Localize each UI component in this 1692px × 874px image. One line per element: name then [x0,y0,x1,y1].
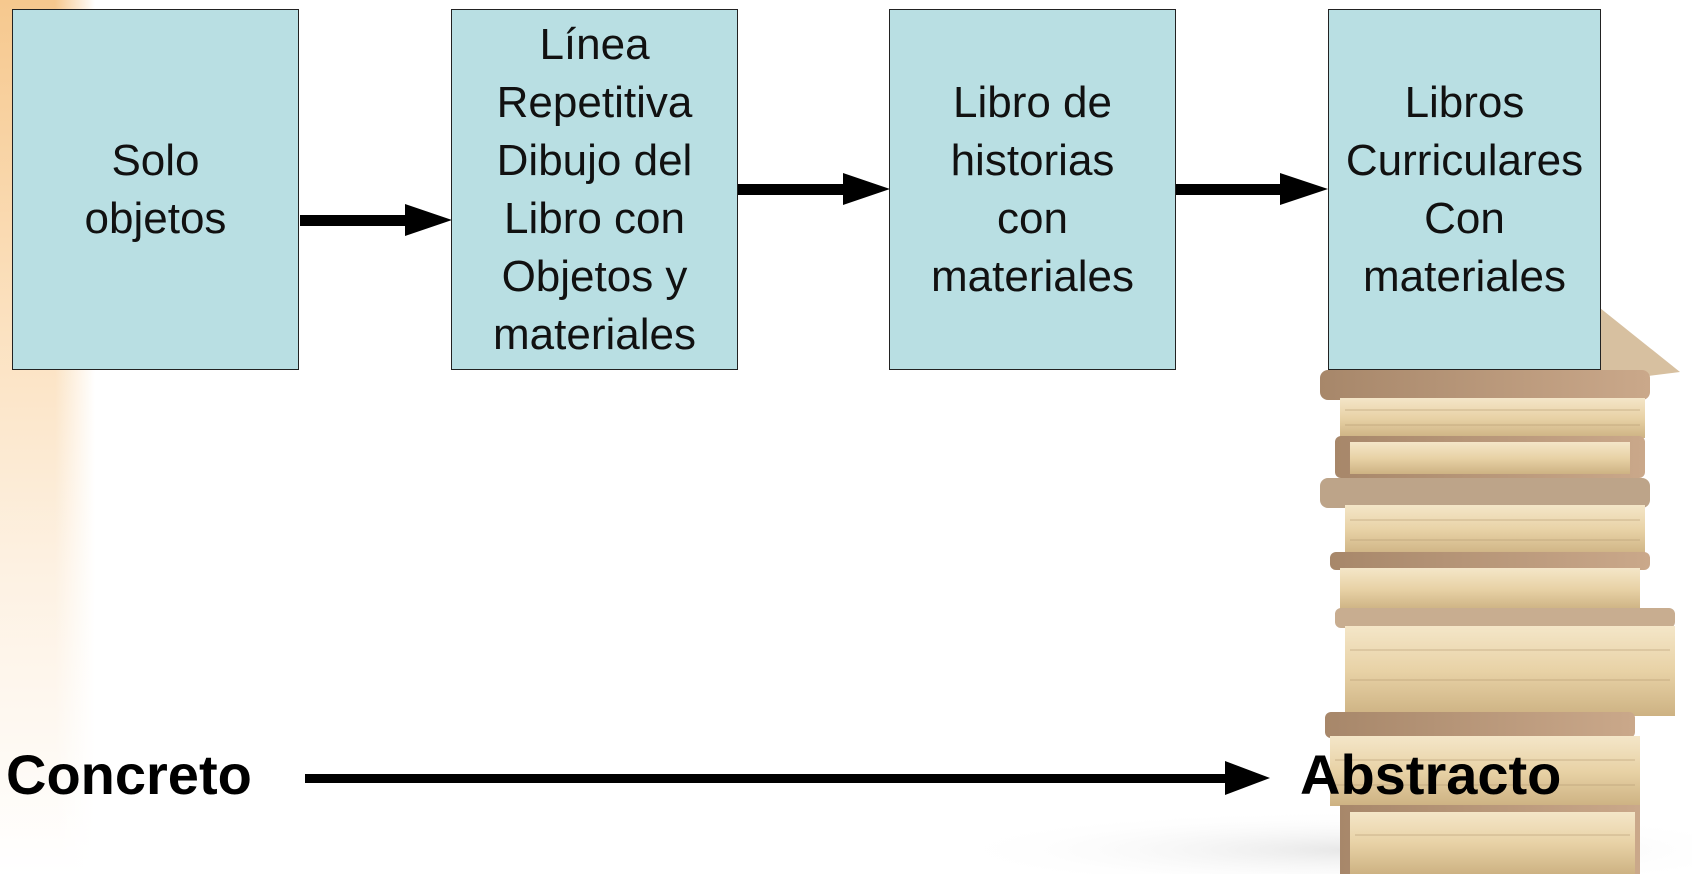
scale-arrow-head [1225,761,1270,795]
flow-box-2: Línea Repetitiva Dibujo del Libro con Ob… [451,9,738,370]
arrow-3 [1176,184,1284,195]
scale-arrow-line [305,774,1230,783]
scale-start-label: Concreto [6,743,252,806]
arrow-1 [300,215,410,226]
arrow-1-head [405,204,452,236]
flow-box-4: Libros Curriculares Con materiales [1328,9,1601,370]
flow-box-1: Solo objetos [12,9,299,370]
arrow-2-head [843,173,890,205]
arrow-2 [738,184,848,195]
scale-end-label: Abstracto [1300,743,1562,806]
flow-box-3: Libro de historias con materiales [889,9,1176,370]
arrow-3-head [1280,173,1328,205]
